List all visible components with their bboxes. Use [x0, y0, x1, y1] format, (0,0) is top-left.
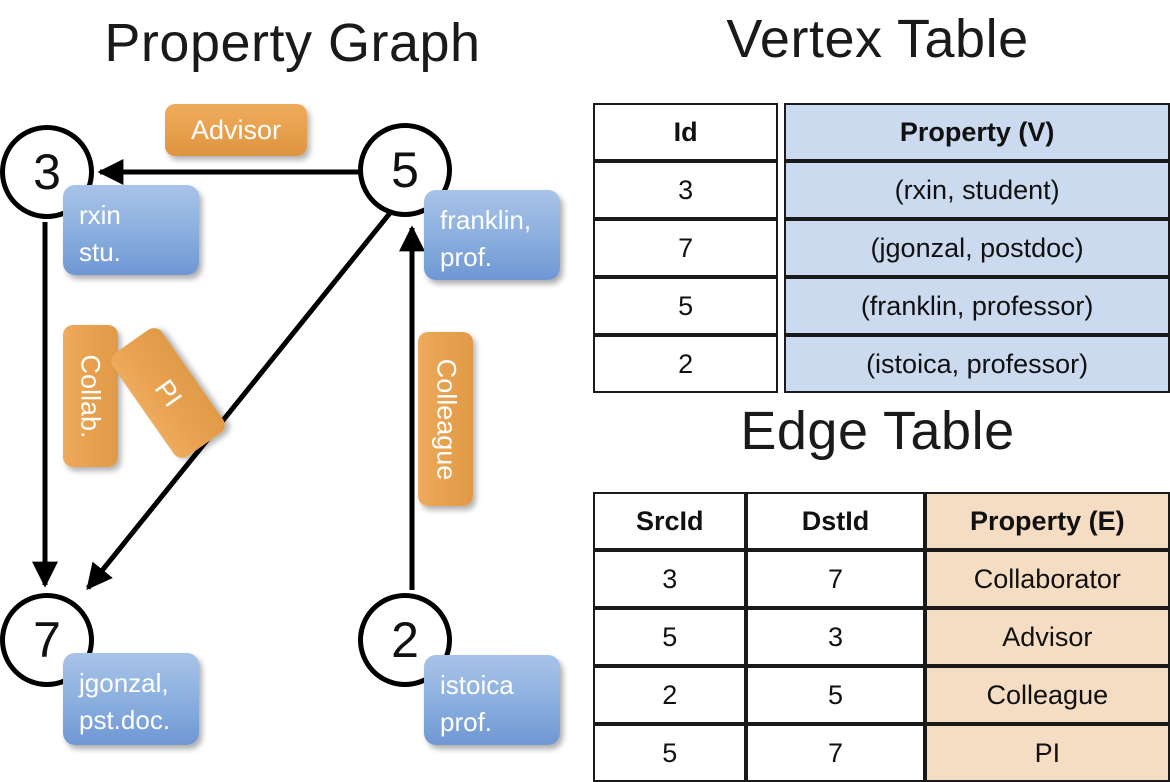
node-property-box-istoica: istoica prof.	[424, 655, 560, 745]
graph-node-7-label: 7	[33, 612, 61, 668]
vertex-row-0-id: 3	[593, 161, 779, 219]
edge-table-header-dstid: DstId	[746, 492, 925, 550]
vertex-row-0-property: (rxin, student)	[784, 161, 1170, 219]
edge-row-1-dstid: 3	[746, 608, 925, 666]
edge-row-1-property: Advisor	[924, 608, 1170, 666]
graph-node-2[interactable]: 2	[358, 593, 452, 687]
node-property-box-franklin: franklin, prof.	[424, 190, 560, 280]
edge-row-2-dstid: 5	[746, 666, 925, 724]
vertex-row-1-id: 7	[593, 219, 779, 277]
table-row[interactable]: 7 (jgonzal, postdoc)	[593, 219, 1170, 277]
vertex-table-column-gap	[778, 219, 785, 277]
node-property-box-jgonzal: jgonzal, pst.doc.	[63, 653, 199, 745]
vertex-table-header-row: Id Property (V)	[593, 103, 1170, 161]
table-row[interactable]: 5 7 PI	[593, 724, 1170, 782]
table-row[interactable]: 2 (istoica, professor)	[593, 335, 1170, 393]
edge-table-header-row: SrcId DstId Property (E)	[593, 492, 1170, 550]
table-row[interactable]: 3 7 Collaborator	[593, 550, 1170, 608]
edge-row-0-dstid: 7	[746, 550, 925, 608]
vertex-table-column-gap	[778, 277, 785, 335]
graph-node-3-label: 3	[33, 144, 61, 200]
edge-table-header-property: Property (E)	[924, 492, 1170, 550]
edge-row-0-srcid: 3	[593, 550, 747, 608]
vertex-row-3-id: 2	[593, 335, 779, 393]
vertex-table-column-gap	[778, 161, 785, 219]
vertex-row-2-property: (franklin, professor)	[784, 277, 1170, 335]
edge-row-0-property: Collaborator	[924, 550, 1170, 608]
vertex-table-column-gap	[778, 103, 785, 161]
graph-node-5[interactable]: 5	[358, 123, 452, 217]
node-property-franklin-line1: franklin,	[440, 205, 532, 235]
page-title-vertex-table: Vertex Table	[726, 9, 1029, 69]
node-property-rxin-line2: stu.	[79, 236, 121, 267]
edge-label-box-collab: Collab.	[63, 325, 118, 467]
vertex-row-1-property: (jgonzal, postdoc)	[784, 219, 1170, 277]
edge-table-header-srcid: SrcId	[593, 492, 747, 550]
graph-edges-svg	[32, 159, 425, 591]
graph-node-5-label: 5	[391, 142, 419, 198]
table-row[interactable]: 2 5 Colleague	[593, 666, 1170, 724]
vertex-row-3-property: (istoica, professor)	[784, 335, 1170, 393]
node-property-box-rxin: rxin stu.	[63, 185, 199, 275]
vertex-table: Id Property (V) 3 (rxin, student) 7 (jgo…	[593, 103, 1170, 393]
edge-label-colleague: Colleague	[431, 358, 461, 480]
edge-row-2-property: Colleague	[924, 666, 1170, 724]
edge-row-1-srcid: 5	[593, 608, 747, 666]
vertex-table-header-property: Property (V)	[784, 103, 1170, 161]
table-row[interactable]: 5 3 Advisor	[593, 608, 1170, 666]
edge-row-3-srcid: 5	[593, 724, 747, 782]
page-title-edge-table: Edge Table	[740, 401, 1015, 461]
table-row[interactable]: 5 (franklin, professor)	[593, 277, 1170, 335]
property-graph-diagram: 3 5 7 2 rxin stu. franklin, prof. jgonza…	[0, 0, 585, 760]
edge-label-pi: PI	[148, 373, 189, 412]
edge-table: SrcId DstId Property (E) 3 7 Collaborato…	[593, 492, 1170, 782]
vertex-table-column-gap	[778, 335, 785, 393]
vertex-row-2-id: 5	[593, 277, 779, 335]
edge-row-2-srcid: 2	[593, 666, 747, 724]
edge-label-box-advisor: Advisor	[165, 104, 307, 156]
edge-label-collab: Collab.	[76, 353, 107, 439]
edge-label-box-colleague: Colleague	[418, 332, 473, 506]
edge-label-advisor: Advisor	[190, 114, 282, 145]
node-property-istoica-line1: istoica	[440, 670, 514, 700]
edge-row-3-property: PI	[924, 724, 1170, 782]
node-property-istoica-line2: prof.	[440, 706, 493, 737]
graph-node-2-label: 2	[391, 612, 419, 668]
node-property-jgonzal-line2: pst.doc.	[79, 704, 171, 735]
page-title-property-graph: Property Graph	[104, 13, 481, 73]
edge-5-to-7-pi	[86, 211, 392, 591]
table-row[interactable]: 3 (rxin, student)	[593, 161, 1170, 219]
vertex-table-header-id: Id	[593, 103, 779, 161]
node-property-jgonzal-line1: jgonzal,	[79, 668, 169, 698]
node-property-rxin-line1: rxin	[79, 200, 121, 230]
edge-row-3-dstid: 7	[746, 724, 925, 782]
node-property-franklin-line2: prof.	[440, 241, 493, 272]
